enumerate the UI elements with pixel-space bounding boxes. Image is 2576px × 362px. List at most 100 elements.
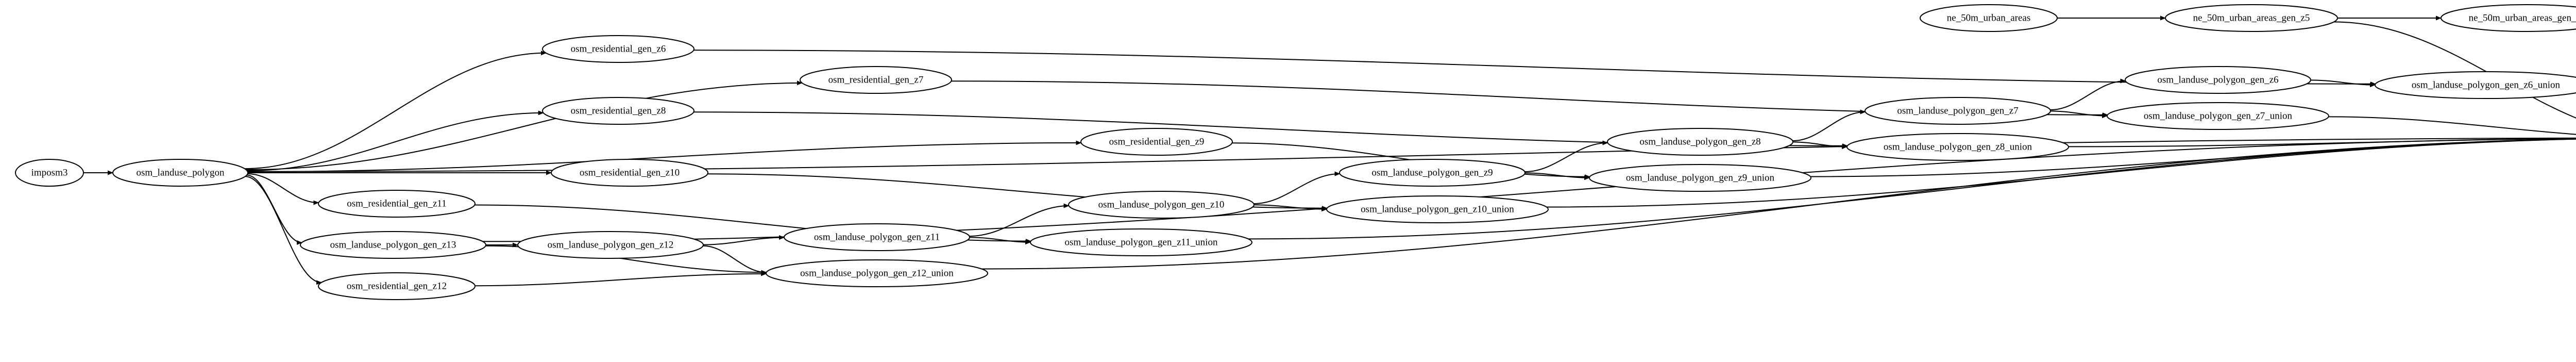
node-ellipse[interactable] (1326, 195, 1549, 223)
node-ellipse[interactable] (1339, 159, 1526, 187)
node-ellipse[interactable] (1920, 4, 2058, 32)
node-ellipse[interactable] (2125, 66, 2311, 94)
node-ellipse[interactable] (1080, 128, 1233, 156)
graph-node[interactable]: ne_50m_urban_areas_gen_z5 (2165, 4, 2338, 32)
node-ellipse[interactable] (2165, 4, 2338, 32)
graph-node[interactable]: osm_residential_gen_z6 (542, 35, 694, 63)
graph-node[interactable]: osm_landuse_polygon_gen_z12 (517, 231, 704, 259)
node-label: osm_landuse_polygon_gen_z12_union (800, 268, 954, 278)
graph-edge (1792, 109, 1866, 142)
node-ellipse[interactable] (1846, 133, 2069, 161)
node-label: osm_residential_gen_z11 (347, 198, 446, 209)
node-label: osm_landuse_polygon_gen_z10 (1098, 199, 1225, 210)
graph-node[interactable]: osm_landuse_polygon_gen_z11_union (1030, 228, 1252, 256)
graph-node[interactable]: osm_residential_gen_z12 (318, 272, 476, 300)
graph-node[interactable]: osm_landuse_polygon_gen_z6 (2125, 66, 2311, 94)
node-layer: imposm3 osm_landuse_polygon osm_residentia… (15, 4, 2576, 300)
node-label: osm_landuse_polygon_gen_z11 (814, 232, 940, 242)
graph-node[interactable]: osm_landuse_polygon_gen_z11 (784, 223, 970, 251)
node-label: osm_landuse_polygon_gen_z9_union (1626, 172, 1775, 183)
graph-edge (703, 245, 767, 275)
node-ellipse[interactable] (318, 190, 476, 218)
graph-edge (244, 51, 547, 170)
node-ellipse[interactable] (2375, 71, 2576, 99)
node-label: osm_landuse_polygon_gen_z12 (548, 239, 674, 250)
node-label: osm_landuse_polygon_gen_z7_union (2144, 110, 2293, 121)
node-label: osm_landuse_polygon_gen_z10_union (1361, 204, 1514, 215)
node-label: osm_landuse_polygon_gen_z6_union (2412, 79, 2561, 90)
graph-edge (969, 203, 1070, 237)
node-ellipse[interactable] (1607, 128, 1793, 156)
graph-node[interactable]: osm_landuse_polygon_gen_z10 (1068, 191, 1255, 219)
graph-edge (969, 237, 1031, 245)
graph-node[interactable]: osm_residential_gen_z11 (318, 190, 476, 218)
graph-node[interactable]: osm_landuse_polygon_gen_z7 (1865, 97, 2051, 125)
node-label: osm_landuse_polygon_gen_z8 (1639, 136, 1760, 147)
node-label: osm_residential_gen_z6 (571, 43, 666, 54)
graph-edge (247, 140, 1082, 173)
graph-node[interactable]: osm_landuse_polygon_gen_z6_union (2375, 71, 2576, 99)
graph-edge (2050, 78, 2126, 111)
node-ellipse[interactable] (542, 97, 694, 125)
graph-node[interactable]: osm_landuse_polygon_gen_z10_union (1326, 195, 1549, 223)
node-label: imposm3 (31, 167, 68, 178)
node-ellipse[interactable] (551, 159, 708, 187)
graph-edge (1253, 171, 1341, 204)
graph-node[interactable]: imposm3 (15, 159, 84, 187)
node-ellipse[interactable] (1865, 97, 2051, 125)
graph-node[interactable]: osm_landuse_polygon_gen_z9 (1339, 159, 1526, 187)
node-ellipse[interactable] (300, 231, 486, 259)
node-ellipse[interactable] (766, 259, 988, 287)
node-label: osm_landuse_polygon (137, 167, 225, 178)
graph-node[interactable]: osm_landuse_polygon_gen_z8_union (1846, 133, 2069, 161)
node-label: osm_landuse_polygon_gen_z6 (2157, 74, 2278, 85)
graph-edge (246, 80, 803, 171)
node-label: osm_landuse_polygon_gen_z9 (1371, 167, 1493, 178)
graph-node[interactable]: osm_landuse_polygon_gen_z12_union (766, 259, 988, 287)
node-label: osm_residential_gen_z12 (347, 281, 447, 291)
graph-edge (693, 50, 2376, 87)
graph-node[interactable]: osm_residential_gen_z9 (1080, 128, 1233, 156)
graph-node[interactable]: ne_50m_urban_areas (1920, 4, 2058, 32)
node-ellipse[interactable] (517, 231, 704, 259)
graph-edge (2050, 110, 2108, 119)
graph-node[interactable]: osm_landuse_polygon_gen_z8 (1607, 128, 1793, 156)
node-label: osm_landuse_polygon_gen_z13 (330, 239, 456, 250)
graph-edge (247, 173, 319, 205)
graph-node[interactable]: osm_residential_gen_z10 (551, 159, 708, 187)
node-label: ne_50m_urban_areas_gen_z5 (2193, 12, 2310, 23)
node-ellipse[interactable] (784, 223, 970, 251)
node-ellipse[interactable] (318, 272, 476, 300)
graph-edge (2310, 79, 2376, 88)
node-label: ne_50m_urban_areas (1947, 12, 2031, 23)
graph-edge (981, 138, 2576, 270)
graph-edge (474, 271, 767, 287)
graph-node[interactable]: osm_residential_gen_z8 (542, 97, 694, 125)
node-ellipse[interactable] (2441, 4, 2576, 32)
node-label: osm_landuse_polygon_gen_z11_union (1065, 237, 1218, 248)
graph-edge (703, 235, 785, 245)
graph-edge (247, 110, 544, 172)
graph-node[interactable]: osm_landuse_polygon (112, 159, 248, 187)
node-ellipse[interactable] (112, 159, 248, 187)
graph-node[interactable]: osm_landuse_polygon_gen_z13 (300, 231, 486, 259)
node-ellipse[interactable] (1589, 164, 1811, 192)
node-ellipse[interactable] (15, 159, 84, 187)
graph-edge (2328, 116, 2576, 135)
node-label: osm_residential_gen_z7 (828, 74, 924, 85)
graph-node[interactable]: osm_residential_gen_z7 (800, 66, 952, 94)
node-ellipse[interactable] (542, 35, 694, 63)
node-label: osm_residential_gen_z8 (571, 105, 666, 116)
graph-node[interactable]: osm_landuse_polygon_gen_z9_union (1589, 164, 1811, 192)
graph-node[interactable]: ne_50m_urban_areas_gen_z4 (2441, 4, 2576, 32)
node-ellipse[interactable] (1068, 191, 1255, 219)
graph-node[interactable]: osm_landuse_polygon_gen_z7_union (2107, 102, 2329, 130)
node-ellipse[interactable] (2107, 102, 2329, 130)
graph-edge (1524, 140, 1608, 173)
node-label: osm_landuse_polygon_gen_z7 (1897, 105, 2018, 116)
node-label: osm_landuse_polygon_gen_z8_union (1884, 141, 2032, 152)
node-ellipse[interactable] (1030, 228, 1252, 256)
node-ellipse[interactable] (800, 66, 952, 94)
node-label: ne_50m_urban_areas_gen_z4 (2469, 12, 2576, 23)
